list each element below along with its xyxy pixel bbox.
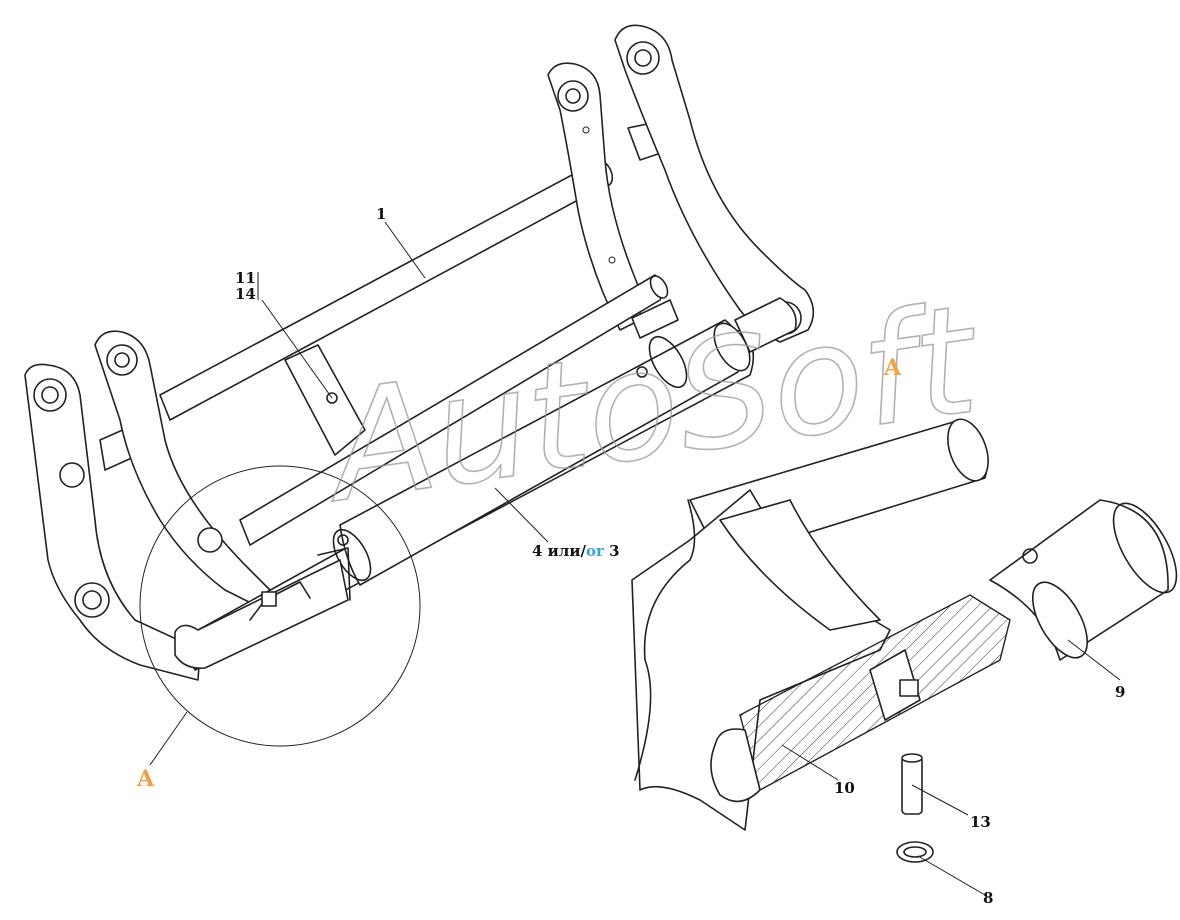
label-part-13: 13 <box>970 813 991 831</box>
label-part-4: 4 или/ <box>532 542 586 560</box>
bracket-plate-right <box>631 299 679 339</box>
bracket-plate <box>284 344 366 456</box>
label-part-8: 8 <box>983 889 993 907</box>
left-arm-outer <box>24 363 201 681</box>
left-joint-detail <box>174 547 351 670</box>
label-part-4-or-3: 4 или/or 3 <box>532 542 620 560</box>
label-part-1: 1 <box>376 205 386 223</box>
label-part-9: 9 <box>1115 683 1125 701</box>
leader-lines <box>149 221 1121 896</box>
section-label-top: A <box>883 355 902 381</box>
detail-view-a <box>631 418 1178 863</box>
left-arm-inner <box>94 330 271 606</box>
label-part-10: 10 <box>834 779 855 797</box>
label-part-3: 3 <box>604 542 620 560</box>
label-part-11: 11 <box>235 269 256 287</box>
label-or: or <box>586 542 605 560</box>
right-arm-inner <box>547 62 641 331</box>
label-part-14: 14 <box>235 285 256 303</box>
section-label-bottom: A <box>136 766 155 792</box>
detail-circle <box>139 465 421 747</box>
frame-assembly <box>24 24 815 747</box>
